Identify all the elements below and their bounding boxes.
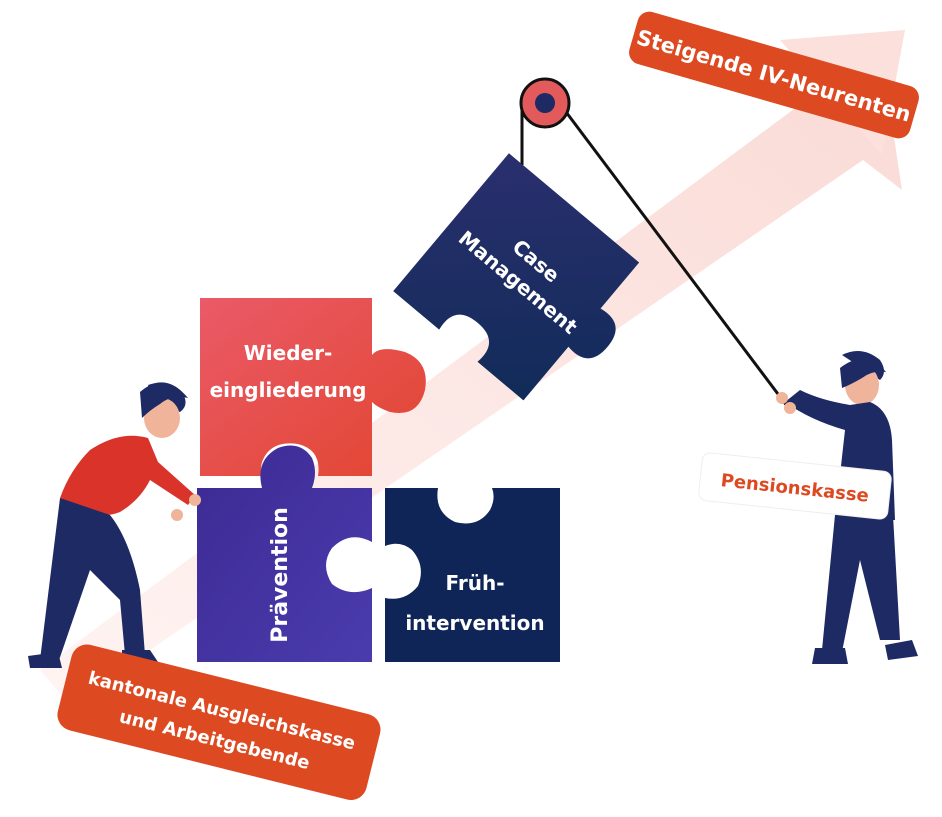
figure-left-pushing [28, 382, 201, 668]
piece-frueh-line2: intervention [405, 611, 544, 635]
pulley [519, 77, 792, 411]
sign-pensionskasse: Pensionskasse [698, 452, 892, 520]
piece-praevention-text: Prävention [268, 507, 293, 643]
piece-frueh-line1: Früh- [445, 571, 504, 595]
puzzle-piece-case-management: Case Management [393, 153, 640, 401]
piece-wieder-line1: Wieder- [244, 341, 333, 365]
puzzle-piece-praevention: Prävention [197, 445, 372, 662]
puzzle-piece-wiedereingliederung: Wieder- eingliederung [200, 298, 426, 476]
banner-kantonale-ausgleichskasse: kantonale Ausgleichskasse und Arbeitgebe… [57, 644, 381, 801]
puzzle-piece-fruehintervention: Früh- intervention [385, 488, 560, 662]
piece-wieder-line2: eingliederung [210, 378, 367, 402]
